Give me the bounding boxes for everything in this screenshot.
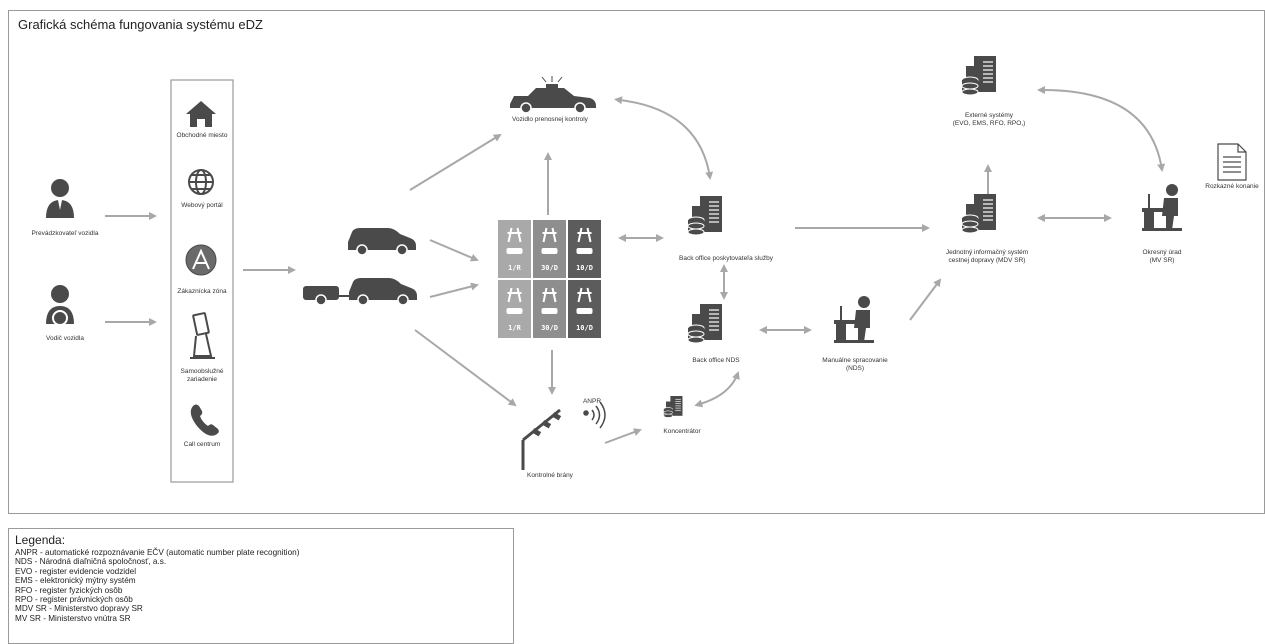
legend-item: MV SR - Ministerstvo vnútra SR bbox=[15, 613, 131, 623]
arrow-concentrator-nds bbox=[694, 371, 740, 408]
highway-icon bbox=[507, 287, 522, 303]
legend-item: RPO - register právnických osôb bbox=[15, 595, 133, 605]
highway-icon bbox=[577, 287, 592, 303]
legend-item: NDS - Národná diaľničná spoločnosť, a.s. bbox=[15, 557, 167, 567]
highway-icon bbox=[507, 227, 522, 243]
legend-title: Legenda: bbox=[15, 533, 66, 547]
arrow-external-district bbox=[1037, 86, 1166, 172]
arrow-suv-to-tiles bbox=[429, 239, 479, 262]
label-anpr: ANPR bbox=[582, 398, 602, 405]
arrow-vehicles-to-patrol bbox=[409, 133, 502, 191]
control-gate-icon bbox=[521, 408, 562, 470]
highway-icon bbox=[577, 227, 592, 243]
label-business-point: Obchodné miesto bbox=[176, 132, 228, 139]
legend-item: EMS - elektronický mýtny systém bbox=[15, 576, 136, 586]
globe-icon bbox=[188, 169, 214, 195]
phone-icon bbox=[190, 404, 219, 436]
appstore-icon bbox=[185, 244, 217, 276]
arrow-manual-jis bbox=[909, 278, 942, 321]
backoffice-nds-building-icon bbox=[687, 303, 723, 344]
label-self-service: Samoobslužné zariadenie bbox=[180, 368, 224, 383]
legend-box: Legenda: ANPR - automatické rozpoznávani… bbox=[8, 528, 514, 644]
label-district-office: Okresný úrad (MV SR) bbox=[1142, 249, 1182, 264]
jis-building-icon bbox=[961, 193, 997, 234]
label-web-portal: Webový portál bbox=[181, 202, 223, 209]
arrows bbox=[105, 86, 1166, 444]
car-trailer-icon bbox=[541, 308, 558, 314]
operator-person-icon bbox=[46, 179, 74, 218]
label-backoffice-nds: Back office NDS bbox=[692, 357, 740, 364]
home-icon bbox=[186, 101, 216, 127]
label-call-center: Call centrum bbox=[183, 441, 221, 448]
car-trailer-icon bbox=[576, 308, 593, 314]
anpr-signal-icon bbox=[583, 401, 606, 429]
label-external-systems: Externé systémy (EVO, EMS, RFO, RPO,) bbox=[952, 112, 1026, 127]
label-manual-processing: Manuálne spracovanie (NDS) bbox=[822, 357, 888, 372]
car-trailer-icon bbox=[506, 308, 523, 314]
highway-icon bbox=[542, 287, 557, 303]
legend-item: EVO - register evidencie vodzidel bbox=[15, 566, 137, 576]
label-driver: Vodič vozidla bbox=[46, 335, 84, 342]
label-backoffice-provider: Back office poskytovateľa služby bbox=[679, 255, 773, 262]
legend-item: MDV SR - Ministerstvo dopravy SR bbox=[15, 604, 143, 614]
vignette-tile: 10/D bbox=[568, 220, 601, 278]
tile-label: 10/D bbox=[576, 264, 593, 272]
driver-person-icon bbox=[46, 285, 74, 326]
arrow-gates-concentrator bbox=[604, 428, 642, 444]
label-customer-zone: Zákaznícka zóna bbox=[177, 288, 227, 295]
arrow-patrol-backoffice bbox=[614, 96, 714, 180]
car-icon bbox=[576, 248, 593, 254]
vignette-tiles: 1/R 30/D 10/D 1/R 30/D 10/D bbox=[498, 220, 601, 338]
diagram-canvas: 1/R 30/D 10/D 1/R 30/D 10/D bbox=[46, 55, 1247, 483]
label-patrol-vehicle: Vozidlo prenosnej kontroly bbox=[512, 116, 588, 123]
label-penalty-order: Rozkazné konanie bbox=[1205, 183, 1259, 190]
car-icon bbox=[506, 248, 523, 254]
channels-panel bbox=[170, 79, 234, 483]
suv-icon bbox=[347, 227, 417, 256]
kiosk-icon bbox=[190, 312, 215, 359]
suv-trailer-icon bbox=[303, 277, 418, 306]
manual-processing-person-icon bbox=[834, 296, 874, 343]
tile-label: 1/R bbox=[508, 324, 521, 332]
vignette-tile: 30/D bbox=[533, 220, 566, 278]
diagram-title: Grafická schéma fungovania systému eDZ bbox=[18, 17, 263, 32]
label-jis: Jednotný informačný systém cestnej dopra… bbox=[945, 249, 1029, 264]
legend-item: RFO - register fyzických osôb bbox=[15, 585, 123, 595]
vignette-tile: 30/D bbox=[533, 280, 566, 338]
highway-icon bbox=[542, 227, 557, 243]
label-operator: Prevádzkovateľ vozidla bbox=[31, 230, 99, 237]
arrow-vehicles-to-gates bbox=[414, 329, 517, 407]
district-office-person-icon bbox=[1142, 184, 1182, 231]
label-control-gates: Kontrolné brány bbox=[527, 472, 573, 479]
patrol-car-icon bbox=[510, 76, 596, 114]
tile-label: 10/D bbox=[576, 324, 593, 332]
tile-label: 30/D bbox=[541, 264, 558, 272]
car-icon bbox=[541, 248, 558, 254]
label-concentrator: Koncentrátor bbox=[663, 428, 701, 435]
legend-item: ANPR - automatické rozpoznávanie EČV (au… bbox=[15, 548, 300, 557]
tile-label: 1/R bbox=[508, 264, 521, 272]
vignette-tile: 1/R bbox=[498, 220, 531, 278]
vignette-tile: 10/D bbox=[568, 280, 601, 338]
document-icon bbox=[1217, 143, 1247, 181]
arrow-trailer-to-tiles bbox=[429, 282, 479, 298]
vignette-tile: 1/R bbox=[498, 280, 531, 338]
backoffice-provider-building-icon bbox=[687, 195, 723, 236]
tile-label: 30/D bbox=[541, 324, 558, 332]
concentrator-icon bbox=[663, 395, 683, 418]
external-systems-building-icon bbox=[961, 55, 997, 96]
